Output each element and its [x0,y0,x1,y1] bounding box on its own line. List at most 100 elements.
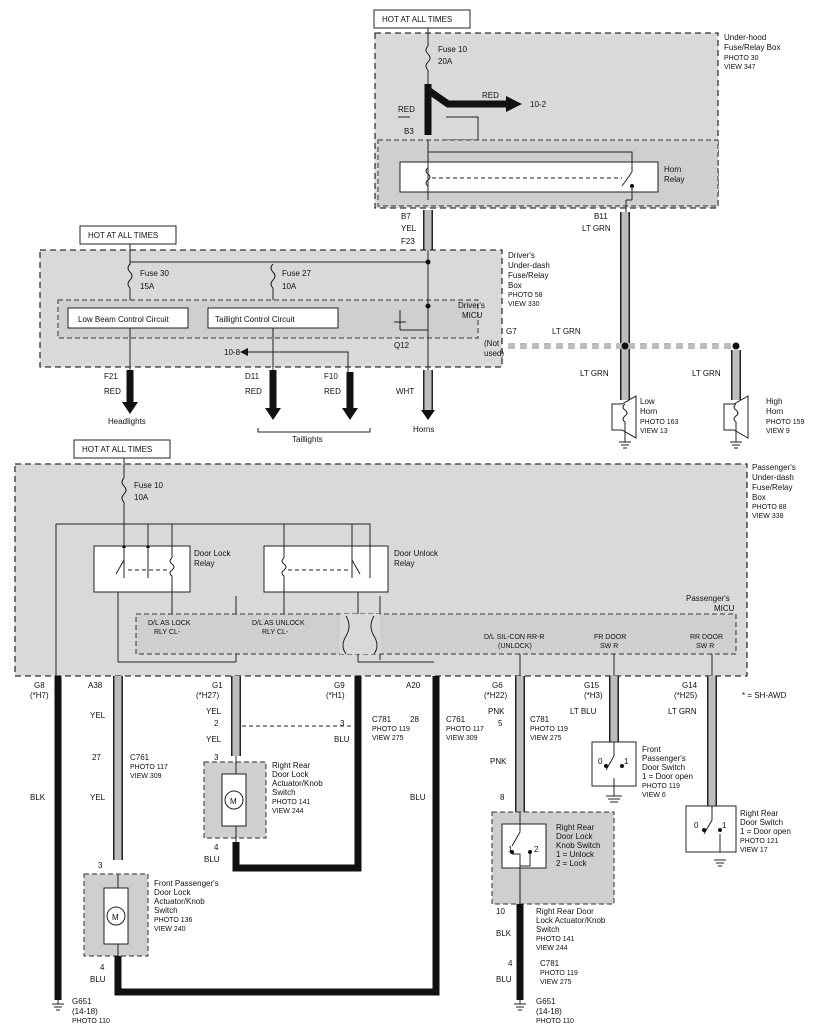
fp-sw-view: VIEW 6 [642,792,666,799]
knob-label-3: Knob Switch [556,841,600,850]
ground-g651a-photo: PHOTO 110 [72,1018,110,1025]
fuse-27-rating: 10A [282,282,297,291]
ground-g651a: G651 [72,997,92,1006]
pin-a38: A38 [88,681,103,690]
hot-label-passengers [73,439,171,459]
pin-g8-note: (*H7) [30,691,49,700]
pin-a20: A20 [406,681,421,690]
connector-c761a: C761 [130,753,150,762]
fuse-30-icon [127,263,133,289]
rr-sw-label-3: 1 = Door open [740,827,791,836]
dl-lock-label: D/L AS LOCK [148,620,191,627]
frdoor-label-2: SW R [600,643,618,650]
rrdoor-label: RR DOOR [690,634,723,641]
drivers-micu-label-2: MICU [462,311,483,320]
wire-yel-g1b: YEL [206,735,222,744]
rr-act-pin-top: 3 [214,753,219,762]
pin-f21: F21 [104,372,118,381]
fuse-10-rating: 20A [438,57,453,66]
pin-g6: G6 [492,681,503,690]
fuse-27-label: Fuse 27 [282,269,311,278]
rr-act-view: VIEW 244 [272,808,304,815]
headlights-label: Headlights [108,417,146,426]
pin-f23: F23 [401,237,415,246]
ground-g651b-photo: PHOTO 110 [536,1018,574,1025]
rr-sw-label-2: Door Switch [740,818,783,827]
pin-b7: B7 [401,212,411,221]
passengers-photo: PHOTO 88 [752,504,787,511]
fuse-27-icon [270,263,276,289]
c781a-view: VIEW 275 [372,735,404,742]
wire-ltgrn-high: LT GRN [692,369,721,378]
rrk-label-3: Switch [536,925,560,934]
wire-pnk-g6: PNK [488,707,505,716]
transistor-q12: Q12 [394,341,410,350]
rr-act-label: Right Rear [272,761,311,770]
motor-icon [106,906,126,926]
dl-unlock-label: D/L AS UNLOCK [252,620,305,627]
not-used-label-2: used) [484,349,504,358]
fp-act-label-4: Switch [154,906,178,915]
frdoor-label: FR DOOR [594,634,626,641]
wire-blu-lower: BLU [496,975,512,984]
ground-g651b: G651 [536,997,556,1006]
fuse-10-icon [425,45,431,71]
passengers-title-3: Fuse/Relay [752,483,792,492]
pin-g6-note: (*H22) [484,691,507,700]
ground-g651a-range: (14-18) [72,1007,98,1016]
fp-sw-photo: PHOTO 119 [642,783,680,790]
wire-yel-a38: YEL [90,711,106,720]
low-horn-label-2: Horn [640,407,657,416]
wire-blk-right: BLK [496,929,512,938]
c761a-view: VIEW 309 [130,773,162,780]
pin-g14: G14 [682,681,698,690]
rrk-view: VIEW 244 [536,945,568,952]
fuse-10-passenger-icon [121,477,127,503]
taillights-label: Taillights [292,435,323,444]
red-out-label: RED [482,91,499,100]
wire-blu-fp: BLU [90,975,106,984]
fuse-10-label: Fuse 10 [438,45,467,54]
fuse-10p-rating: 10A [134,493,149,502]
fp-sw-label: Front [642,745,661,754]
low-horn-view: VIEW 13 [640,428,668,435]
switch-pos-1a: 1 [624,757,629,766]
red-wire-branch [425,87,508,108]
passengers-micu-label: Passenger's [686,594,730,603]
switch-pos-0a: 0 [598,757,603,766]
c781b-view: VIEW 275 [530,735,562,742]
wire-yel-b7: YEL [401,224,417,233]
hot-label-drivers [79,225,177,245]
fp-act-label: Front Passenger's [154,879,219,888]
rr-act-photo: PHOTO 141 [272,799,310,806]
c781c-pin: 4 [508,959,513,968]
silcon-label: D/L SIL-CON RR-R [484,634,544,641]
right-rear-knob-switch: 1 2 Right Rear Door Lock Knob Switch 1 =… [491,811,615,905]
pin-g15: G15 [584,681,600,690]
rr-sw-label: Right Rear [740,809,779,818]
c781c-view: VIEW 275 [540,979,572,986]
wire-red-f21: RED [104,387,121,396]
ground-g651b-range: (14-18) [536,1007,562,1016]
arrow-down-icon [122,402,138,414]
wire-blu-loop-g9 [232,676,362,872]
pin-g8: G8 [34,681,45,690]
c781c-photo: PHOTO 119 [540,970,578,977]
wire-ltgrn-b11: LT GRN [582,224,611,233]
motor-icon [224,790,244,810]
pin-g1: G1 [212,681,223,690]
fuse-30-rating: 15A [140,282,155,291]
c781b-pin: 5 [498,719,503,728]
motor-label: M [112,913,119,922]
not-used-label: (Not [484,339,500,348]
dl-unlock-label-2: RLY CL- [262,629,289,636]
switch-pos-0b: 0 [694,821,699,830]
fp-act-label-2: Door Lock [154,888,191,897]
front-passenger-door-switch: 0 1 Front Passenger's Door Switch 1 = Do… [591,741,693,803]
fuse-10p-label: Fuse 10 [134,481,163,490]
pin-g14-note: (*H25) [674,691,697,700]
c761a-pin: 27 [92,753,101,762]
ground-icon [514,1000,526,1011]
underhood-photo: PHOTO 30 [724,55,759,62]
